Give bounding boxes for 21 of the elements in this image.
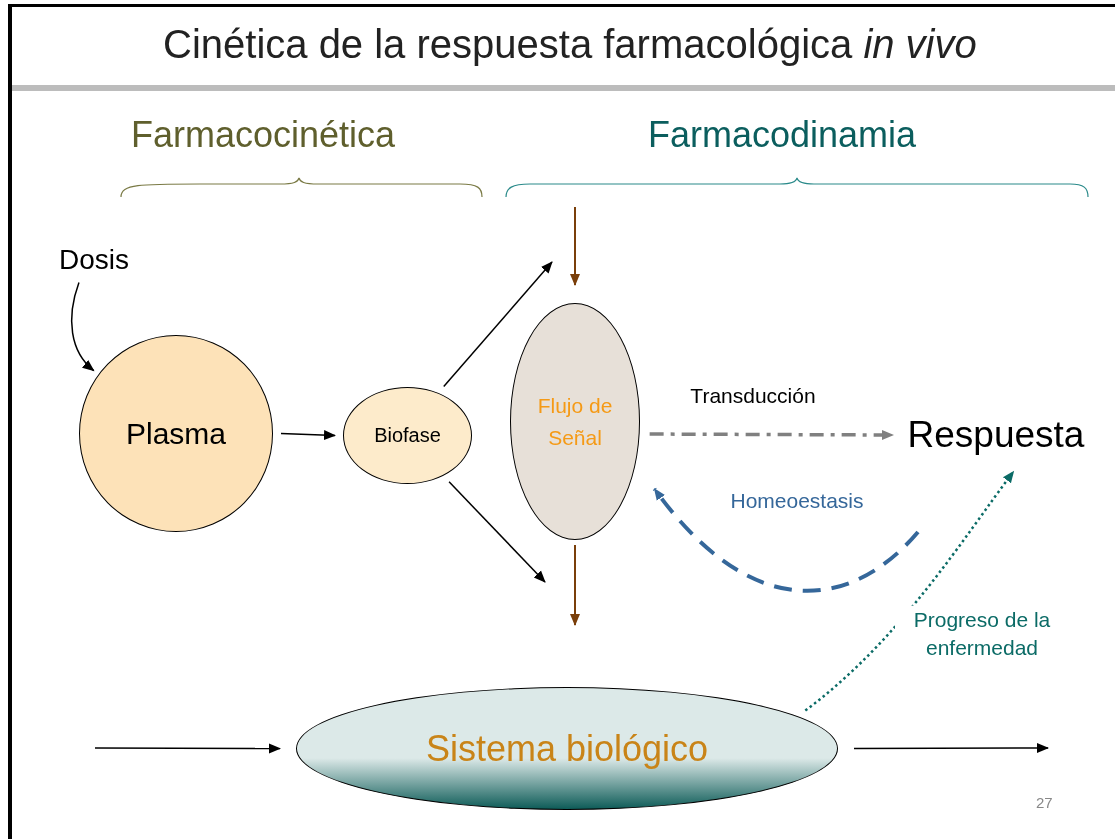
- arrow: [71, 281, 95, 372]
- arrow: [448, 481, 546, 583]
- page-number: 27: [1036, 794, 1053, 811]
- node-label: Flujo de Señal: [536, 393, 614, 451]
- arrow: [570, 206, 580, 286]
- arrow: [649, 429, 894, 440]
- node-label: Plasma: [125, 416, 226, 451]
- slide-title: Cinética de la respuesta farmacológica in vivo: [163, 22, 977, 67]
- section-heading: Farmacocinética: [131, 114, 396, 156]
- node-label: Respuesta: [905, 408, 1087, 462]
- arrow: [652, 487, 920, 593]
- arrow: [280, 430, 336, 441]
- arrow: [804, 470, 1015, 712]
- arrow: [853, 743, 1049, 754]
- arrow: [443, 261, 553, 388]
- arrow: [94, 743, 281, 754]
- node-label: Biofase: [374, 424, 441, 447]
- node-label: Dosis: [52, 238, 136, 282]
- section-heading: Farmacodinamia: [648, 114, 917, 156]
- node-label: Sistema biológico: [425, 727, 709, 770]
- arrow: [570, 544, 580, 626]
